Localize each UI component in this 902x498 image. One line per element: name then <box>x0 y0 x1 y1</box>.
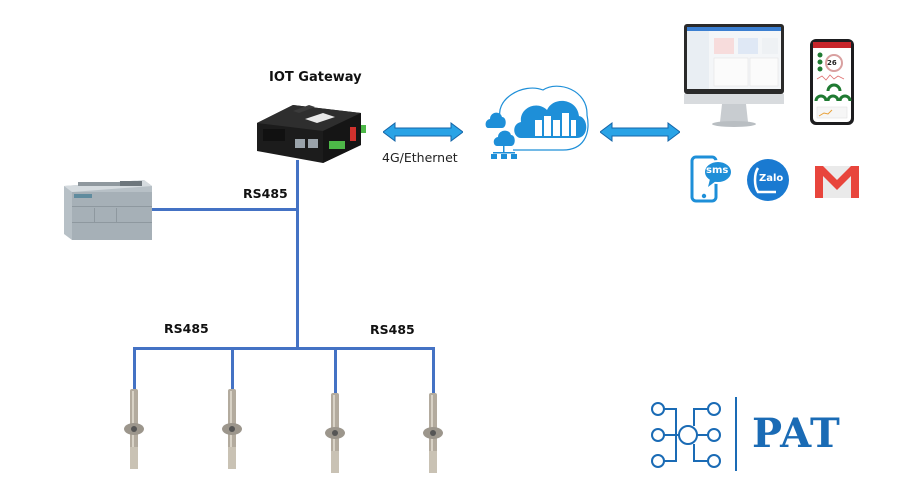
zalo-icon: Zalo <box>746 158 790 202</box>
sensor-probe-1 <box>122 389 146 471</box>
zalo-text: Zalo <box>759 173 784 184</box>
cloud-icon <box>483 80 593 165</box>
arrow-cloud-clients <box>600 122 680 142</box>
rs485-label-right: RS485 <box>370 322 415 337</box>
pat-logo <box>648 395 728 475</box>
wire-drop-sensor-4 <box>432 347 435 393</box>
desktop-dashboard-monitor <box>684 24 786 134</box>
sensor-probe-2 <box>220 389 244 471</box>
circuit-logo-icon <box>651 402 721 468</box>
wire-drop-sensor-2 <box>231 347 234 389</box>
rs485-label-plc: RS485 <box>243 186 288 201</box>
wire-drop-sensor-1 <box>133 347 136 389</box>
sensor-probe-3 <box>323 393 347 475</box>
gateway-label: IOT Gateway <box>269 70 362 85</box>
mobile-app-phone: 26 <box>810 39 854 125</box>
wire-sensor-bus <box>133 347 435 350</box>
sms-icon: sms <box>690 155 734 205</box>
phone-reading: 26 <box>827 59 837 67</box>
gmail-icon <box>815 166 859 198</box>
sms-text: sms <box>706 165 729 176</box>
brand-divider <box>735 397 737 471</box>
sensor-probe-4 <box>421 393 445 475</box>
iot-gateway-device <box>253 95 373 165</box>
wire-gateway-trunk <box>296 160 299 350</box>
wire-plc-to-bus <box>148 208 298 211</box>
link-label-4g-ethernet: 4G/Ethernet <box>382 150 458 165</box>
plc-device <box>58 172 154 244</box>
arrow-gateway-cloud <box>383 122 463 142</box>
brand-name: PAT <box>752 410 841 457</box>
rs485-label-left: RS485 <box>164 321 209 336</box>
wire-drop-sensor-3 <box>334 347 337 393</box>
